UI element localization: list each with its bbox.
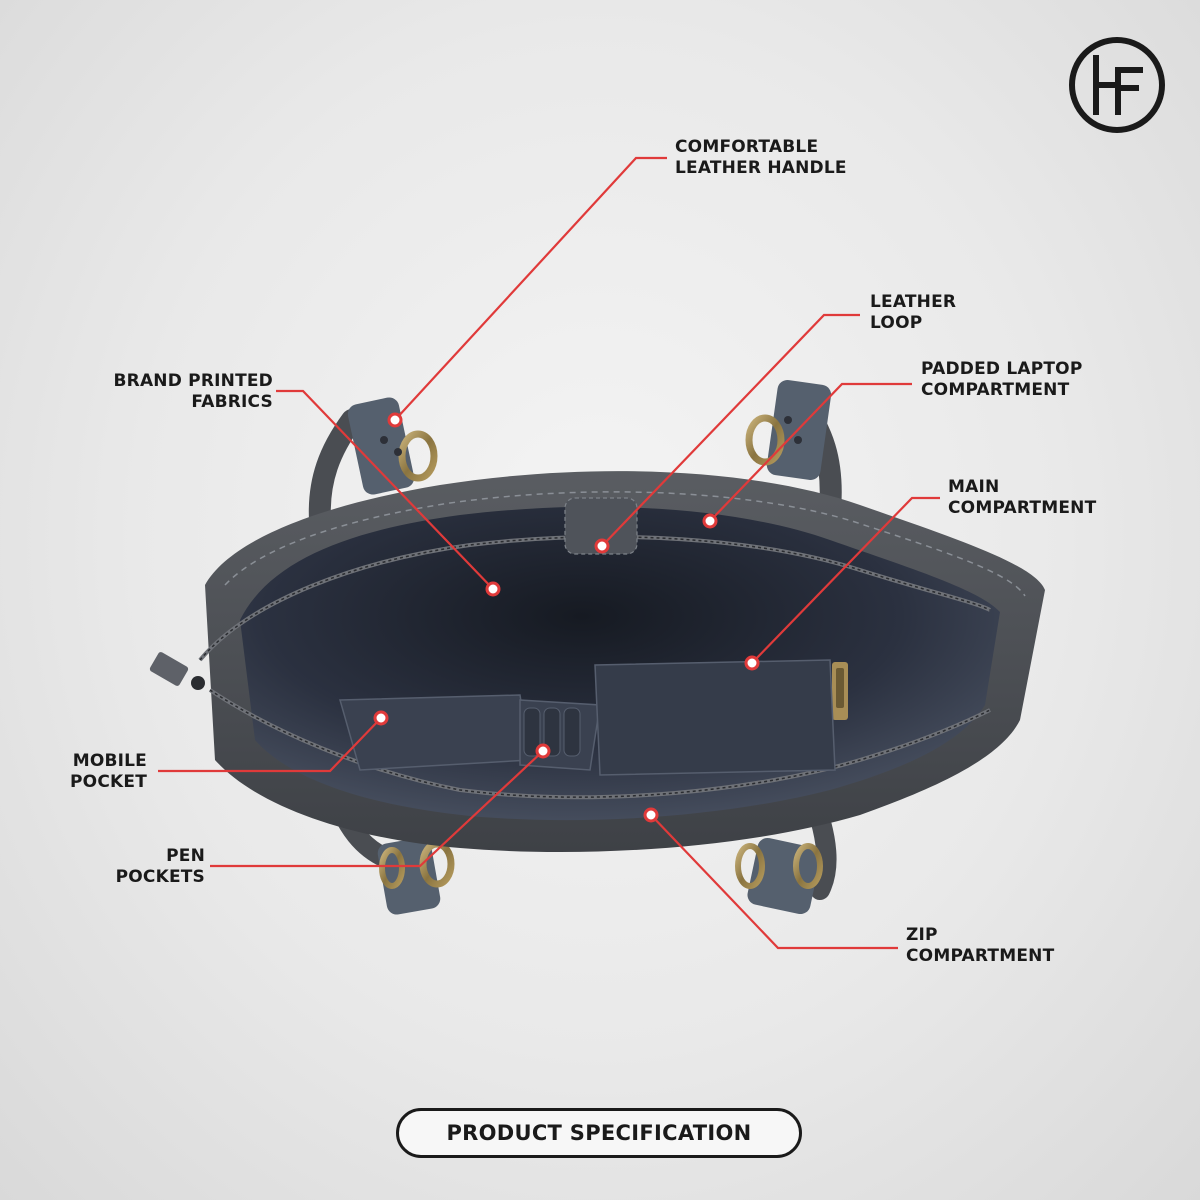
callout-dot-fabrics (485, 581, 501, 597)
callout-line-loop (601, 313, 860, 547)
callout-label-line: ZIP (906, 925, 938, 945)
callout-label-line: MOBILE (72, 751, 147, 771)
callout-line-pen (210, 750, 544, 868)
callout-label-line: POCKETS (115, 867, 205, 887)
callout-label-line: COMPARTMENT (906, 946, 1055, 966)
callout-label-line: PADDED LAPTOP (921, 359, 1083, 379)
callout-label-main: MAIN COMPARTMENT (948, 477, 1096, 519)
callout-label-line: BRAND PRINTED (113, 371, 273, 391)
callout-dot-mobile (373, 710, 389, 726)
callout-lines (158, 156, 940, 950)
callout-label-line: FABRICS (191, 392, 273, 412)
callout-line-mobile (158, 717, 382, 773)
callout-label-line: LEATHER HANDLE (675, 158, 847, 178)
callout-label-line: COMPARTMENT (921, 380, 1070, 400)
product-specification-badge: PRODUCT SPECIFICATION (396, 1108, 802, 1158)
product-specification-label: PRODUCT SPECIFICATION (446, 1121, 752, 1145)
callout-label-loop: LEATHER LOOP (870, 292, 956, 334)
callout-label-zip: ZIP COMPARTMENT (906, 925, 1054, 967)
bag-body (149, 471, 1045, 852)
callout-label-line: LEATHER (870, 292, 957, 312)
callout-line-laptop (709, 382, 912, 522)
callout-dot-zip (643, 807, 659, 823)
callout-label-fabrics: BRAND PRINTED FABRICS (114, 371, 274, 413)
callout-dot-main (744, 655, 760, 671)
callout-label-laptop: PADDED LAPTOP COMPARTMENT (921, 359, 1082, 401)
callout-line-fabrics (276, 389, 494, 590)
callout-line-main (751, 496, 940, 664)
callout-line-handle (394, 156, 667, 421)
callout-label-line: COMPARTMENT (948, 498, 1097, 518)
callout-label-pen: PEN POCKETS (116, 846, 205, 888)
callout-dots (373, 412, 760, 823)
callout-label-handle: COMFORTABLE LEATHER HANDLE (675, 137, 847, 179)
callout-dot-pen (535, 743, 551, 759)
callout-dot-loop (594, 538, 610, 554)
callout-label-line: MAIN (948, 477, 1000, 497)
monogram-logo (1069, 37, 1165, 133)
callout-label-mobile: MOBILE POCKET (70, 751, 147, 793)
callout-label-line: LOOP (870, 313, 923, 333)
callout-line-zip (650, 814, 898, 950)
callout-label-line: POCKET (70, 772, 147, 792)
callout-label-line: PEN (166, 846, 205, 866)
callout-label-line: COMFORTABLE (675, 137, 819, 157)
callout-dot-handle (387, 412, 403, 428)
callout-dot-laptop (702, 513, 718, 529)
